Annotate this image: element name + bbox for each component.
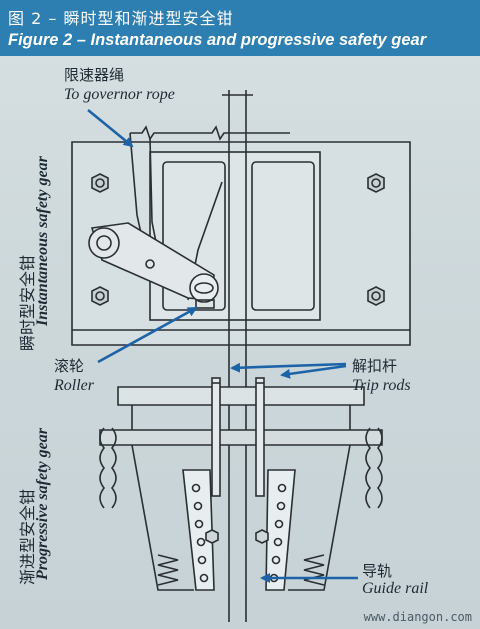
figure-title-english: Figure 2 – Instantaneous and progressive… — [8, 31, 427, 49]
callout-arrows — [87, 108, 358, 583]
arrow-trip-rod-upper — [230, 362, 347, 373]
instantaneous-gear-drawing — [71, 125, 411, 346]
label-trip-rods-cn: 解扣杆 — [352, 357, 398, 375]
bolt-icon — [91, 173, 385, 306]
label-instantaneous-en: Instantaneous safety gear — [34, 156, 51, 326]
label-trip-rods-en: Trip rods — [352, 377, 411, 394]
label-progressive-en: Progressive safety gear — [34, 428, 51, 580]
label-guide-rail-cn: 导轨 — [362, 562, 393, 580]
watermark: www.diangon.com — [363, 610, 472, 624]
label-roller-cn: 滚轮 — [54, 357, 85, 375]
label-guide-rail-en: Guide rail — [362, 580, 429, 597]
label-governor-rope-en: To governor rope — [64, 86, 175, 103]
guide-rail-drawing — [222, 90, 253, 622]
arrow-roller — [97, 306, 198, 364]
figure-title-chinese: 图 2 – 瞬时型和渐进型安全钳 — [8, 9, 234, 28]
figure-header: 图 2 – 瞬时型和渐进型安全钳 Figure 2 – Instantaneou… — [0, 0, 480, 56]
label-governor-rope-cn: 限速器绳 — [64, 66, 125, 84]
arrow-trip-rod-lower — [280, 364, 347, 379]
arrow-governor-rope — [87, 108, 134, 148]
spring-icon — [99, 427, 383, 509]
progressive-gear-drawing — [99, 377, 383, 591]
label-roller-en: Roller — [54, 377, 94, 394]
